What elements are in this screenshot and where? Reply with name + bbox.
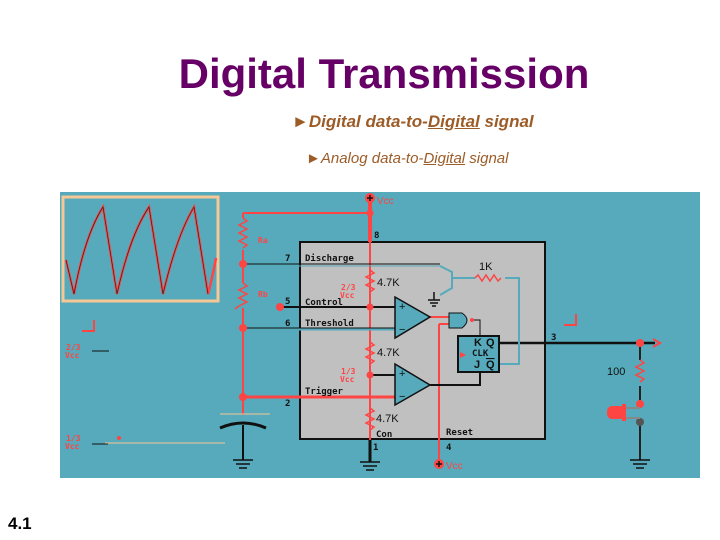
resistor-1k-label: 1K xyxy=(479,261,493,273)
resistor-rb xyxy=(234,282,249,310)
resistor-4-7k-label: 4.7K xyxy=(377,277,400,289)
pin-5-label: 5 xyxy=(285,297,290,307)
digital-link[interactable]: Digital xyxy=(427,112,480,131)
pin-2-label: 2 xyxy=(285,399,290,409)
capacitor xyxy=(105,413,270,444)
control-label: Control xyxy=(305,298,343,308)
pin-1-label: 1 xyxy=(373,443,378,453)
slide-title: Digital Transmission xyxy=(178,50,590,97)
vcc-top-icon xyxy=(365,193,375,203)
resistor-4-7k-2 xyxy=(364,341,376,365)
bullet-digital-to-digital: ►Digital data-to-Digital signal xyxy=(292,112,534,132)
resistor-4-7k-label: 4.7K xyxy=(377,347,400,359)
one-third-vcc-label: Vcc xyxy=(340,375,355,384)
bullet-text: signal xyxy=(465,150,509,167)
threshold-label: Threshold xyxy=(305,319,354,329)
pin-6-label: 6 xyxy=(285,319,290,329)
clock-input-icon xyxy=(460,352,466,358)
ground-icon xyxy=(428,292,440,307)
svg-text:−: − xyxy=(399,324,405,336)
bullet-text: signal xyxy=(479,112,534,131)
ra-label: Ra xyxy=(258,236,268,245)
bullet-analog-to-digital: ►Analog data-to-Digital signal xyxy=(306,150,508,167)
trigger-label: Trigger xyxy=(305,386,344,397)
upper-comparator xyxy=(394,295,432,340)
bullet-arrow-icon: ► xyxy=(292,112,309,131)
bullet-arrow-icon: ► xyxy=(306,150,321,167)
svg-text:+: + xyxy=(399,301,405,313)
ff-clk-label: CLK xyxy=(472,349,489,359)
ground-icons xyxy=(233,459,650,471)
pin-3-label: 3 xyxy=(551,333,556,343)
pin-4-label: 4 xyxy=(446,443,452,453)
svg-text:−: − xyxy=(399,391,405,403)
resistor-1k xyxy=(474,273,502,283)
left-one-third-label: 1/3 xyxy=(66,434,81,443)
one-third-label: 1/3 xyxy=(341,367,356,376)
oscilloscope-waveform xyxy=(61,195,220,303)
vcc-bottom-label: Vcc xyxy=(446,461,463,472)
resistor-ra xyxy=(237,217,249,249)
resistor-100 xyxy=(634,359,646,383)
ff-qbar-label: Q xyxy=(486,359,495,371)
resistor-4-7k-label: 4.7K xyxy=(376,413,399,425)
comparators: + − + − xyxy=(394,295,432,407)
left-two-thirds-label: 2/3 xyxy=(66,343,81,352)
lower-comparator xyxy=(394,362,432,407)
resistor-4-7k-3 xyxy=(364,407,376,431)
resistor-zigzags xyxy=(234,217,646,431)
corner-mark-icon xyxy=(564,314,577,326)
con-label: Con xyxy=(376,430,392,440)
ff-j-label: J xyxy=(474,359,480,371)
nand-gate xyxy=(448,312,468,329)
timer-ic-body xyxy=(299,241,546,440)
two-thirds-label: 2/3 xyxy=(341,283,356,292)
left-two-thirds-vcc-label: Vcc xyxy=(65,351,80,360)
bullet-text: Digital data-to- xyxy=(308,112,428,131)
flip-flop xyxy=(457,335,500,373)
led-icon xyxy=(607,404,640,421)
svg-text:+: + xyxy=(399,368,405,380)
junction-dots xyxy=(239,209,644,408)
two-thirds-vcc-label: Vcc xyxy=(340,291,355,300)
left-one-third-vcc-label: Vcc xyxy=(65,442,80,451)
slide-number: 4.1 xyxy=(8,514,32,533)
pin-7-label: 7 xyxy=(285,254,290,264)
corner-mark-icon xyxy=(82,320,95,332)
ff-k-label: K xyxy=(474,337,482,349)
digital-link[interactable]: Digital xyxy=(423,150,466,167)
ff-q-label: Q xyxy=(486,337,495,349)
rb-label: Rb xyxy=(258,290,268,299)
discharge-label: Discharge xyxy=(305,253,354,264)
vcc-bottom-icon xyxy=(434,459,444,469)
vcc-top-label: Vcc xyxy=(377,196,394,207)
reset-label: Reset xyxy=(446,428,473,438)
bullet-text: Analog data-to- xyxy=(320,150,424,167)
resistor-100-label: 100 xyxy=(607,366,625,378)
output-arrow-icon xyxy=(652,338,663,348)
pin-8-label: 8 xyxy=(374,231,379,241)
resistor-4-7k-1 xyxy=(364,269,376,293)
